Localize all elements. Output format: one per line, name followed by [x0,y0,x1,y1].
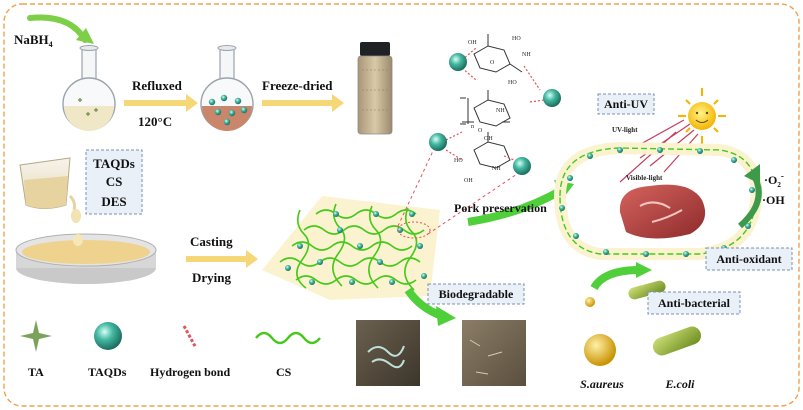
legend-hbond: Hydrogen bond [150,365,230,379]
pork-meat-icon [620,185,705,239]
label-e-coli: E.coli [665,377,696,391]
svg-text:OH: OH [464,178,473,184]
label-uv-light: UV-light [612,126,638,134]
property-biodegradable: Biodegradable [439,287,514,301]
legend-cs: CS [276,365,292,379]
svg-text:n: n [471,124,474,130]
component-des: DES [101,194,126,209]
component-taqds: TAQDs [93,156,135,171]
components-box: TAQDs CS DES [86,150,142,214]
svg-text:NH: NH [496,108,505,114]
svg-text:O: O [490,60,495,66]
svg-text:HO: HO [508,80,517,86]
step-casting: Casting [190,234,233,249]
label-visible-light: Visible-light [626,174,663,182]
step-drying: Drying [192,270,232,285]
svg-text:NH: NH [492,166,501,172]
svg-text:HO: HO [512,36,521,42]
radical-hydroxyl: ·OH [762,193,785,207]
svg-text:HO: HO [454,158,463,164]
svg-text:OH: OH [468,40,477,46]
svg-text:NH: NH [522,52,531,58]
property-anti-uv: Anti-UV [604,97,648,111]
soil-photo-before [356,320,420,386]
small-coccus-icon [585,297,595,307]
legend-taqds: TAQDs [88,365,127,379]
component-cs: CS [106,174,123,189]
soil-photo-after [462,320,526,386]
svg-text:OH: OH [484,136,493,142]
step-refluxed: Refluxed [132,78,183,93]
step-temp: 120°C [138,114,172,129]
vial-icon [358,42,392,134]
property-anti-oxidant: Anti-oxidant [716,252,781,266]
step-pork-preservation: Pork preservation [454,201,547,215]
petri-dish-icon [16,234,156,284]
svg-text:O: O [478,128,483,134]
legend-ta: TA [28,365,44,379]
legend-taqds-icon [94,322,122,350]
nabh4-label: NaBH4 [14,32,53,49]
label-s-aureus: S.aureus [580,377,624,391]
s-aureus-icon [584,334,616,366]
step-freeze-dried: Freeze-dried [262,78,333,93]
property-anti-bacterial: Anti-bacterial [658,296,731,310]
